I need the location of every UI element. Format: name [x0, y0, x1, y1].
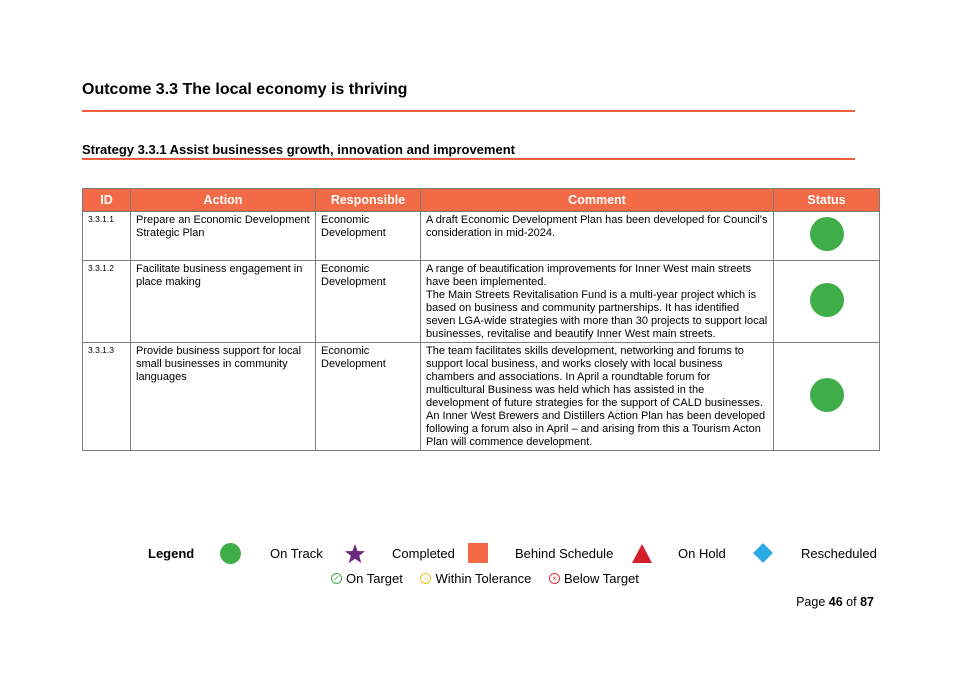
row-status	[773, 342, 880, 451]
legend-on-track: On Track	[270, 546, 323, 561]
outcome-title: Outcome 3.3 The local economy is thrivin…	[82, 81, 408, 98]
neutral-face-icon: –	[420, 573, 432, 585]
row-action: Provide business support for local small…	[130, 342, 316, 451]
row-responsible: Economic Development	[315, 260, 421, 343]
row-responsible: Economic Development	[315, 211, 421, 261]
header-id: ID	[82, 188, 131, 212]
table-row: 3.3.1.3 Provide business support for loc…	[82, 342, 880, 451]
row-id: 3.3.1.2	[82, 260, 131, 343]
x-circle-icon: ×	[548, 573, 560, 585]
row-id: 3.3.1.1	[82, 211, 131, 261]
strategy-divider	[82, 158, 855, 160]
row-comment: The team facilitates skills development,…	[420, 342, 774, 451]
legend-behind-schedule: Behind Schedule	[515, 546, 614, 561]
row-action: Facilitate business engagement in place …	[130, 260, 316, 343]
check-circle-icon: ✓	[331, 573, 342, 585]
table-row: 3.3.1.1 Prepare an Economic Development …	[82, 211, 880, 261]
table-header-row: ID Action Responsible Comment Status	[82, 188, 880, 212]
legend-below-target: Below Target	[563, 571, 639, 587]
row-status	[773, 260, 880, 343]
purple-star-icon	[345, 544, 365, 563]
legend: Legend On Track Completed Behind Schedul…	[148, 543, 878, 565]
page-current: 46	[828, 595, 843, 609]
actions-table: ID Action Responsible Comment Status 3.3…	[82, 188, 880, 451]
strategy-title: Strategy 3.3.1 Assist businesses growth,…	[82, 142, 515, 157]
orange-square-icon	[468, 543, 488, 563]
legend-label: Legend	[148, 546, 195, 561]
page-number: Page 46 of 87	[796, 595, 874, 609]
on-track-status-icon	[809, 282, 844, 317]
row-status	[773, 211, 880, 261]
row-comment: A draft Economic Development Plan has be…	[420, 211, 774, 261]
header-status: Status	[773, 188, 880, 212]
row-id: 3.3.1.3	[82, 342, 131, 451]
header-action: Action	[130, 188, 316, 212]
target-legend: ✓ On Target –Within Tolerance ×Below Targ…	[331, 570, 639, 586]
legend-within-tolerance: Within Tolerance	[435, 571, 532, 587]
row-action: Prepare an Economic Development Strategi…	[130, 211, 316, 261]
table-row: 3.3.1.2 Facilitate business engagement i…	[82, 260, 880, 343]
header-comment: Comment	[420, 188, 774, 212]
red-triangle-icon	[632, 544, 652, 563]
legend-completed: Completed	[392, 546, 455, 561]
legend-on-hold: On Hold	[678, 546, 726, 561]
legend-on-target: On Target	[346, 571, 403, 587]
outcome-divider	[82, 110, 855, 112]
row-responsible: Economic Development	[315, 342, 421, 451]
on-track-status-icon	[809, 217, 844, 251]
legend-rescheduled: Rescheduled	[801, 546, 877, 561]
page-prefix: Page	[796, 595, 826, 609]
blue-diamond-icon	[753, 543, 773, 563]
header-responsible: Responsible	[315, 188, 421, 212]
green-circle-icon	[220, 543, 241, 564]
page-of: of	[846, 595, 857, 609]
row-comment: A range of beautification improvements f…	[420, 260, 774, 343]
page-total: 87	[860, 595, 874, 609]
on-track-status-icon	[809, 377, 844, 412]
